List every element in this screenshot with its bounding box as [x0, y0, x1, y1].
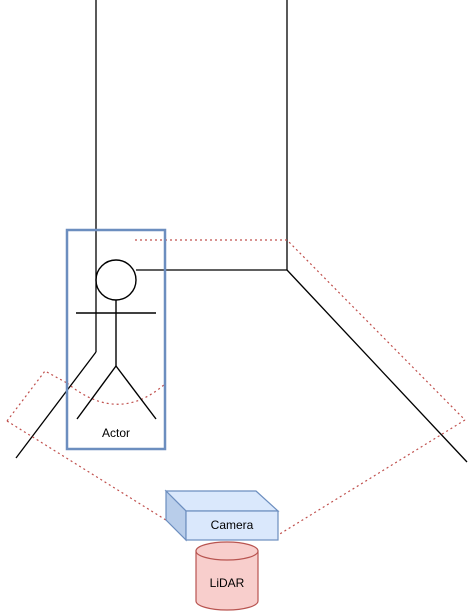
field-of-view [6, 239, 466, 541]
camera-label: Camera [211, 518, 254, 532]
room-walls [15, 0, 468, 463]
fov-actor-arc [66, 382, 166, 405]
camera-front-face [185, 510, 279, 541]
actor-label: Actor [102, 426, 130, 440]
actor-right-leg [115, 365, 157, 420]
actor: Actor [65, 228, 167, 451]
lidar-body [195, 550, 259, 611]
camera: Camera [164, 489, 280, 542]
actor-frame [65, 228, 167, 451]
actor-head [95, 259, 137, 301]
fov-top-line [135, 239, 466, 421]
fov-left-edge-line [6, 370, 68, 422]
actor-left-leg [76, 365, 117, 420]
lidar-top [195, 541, 259, 561]
lidar-label: LiDAR [210, 576, 245, 590]
right-floor-line [286, 269, 468, 463]
left-floor-line [15, 351, 97, 459]
lidar: LiDAR [195, 541, 259, 611]
fov-right-edge-line [269, 419, 466, 541]
